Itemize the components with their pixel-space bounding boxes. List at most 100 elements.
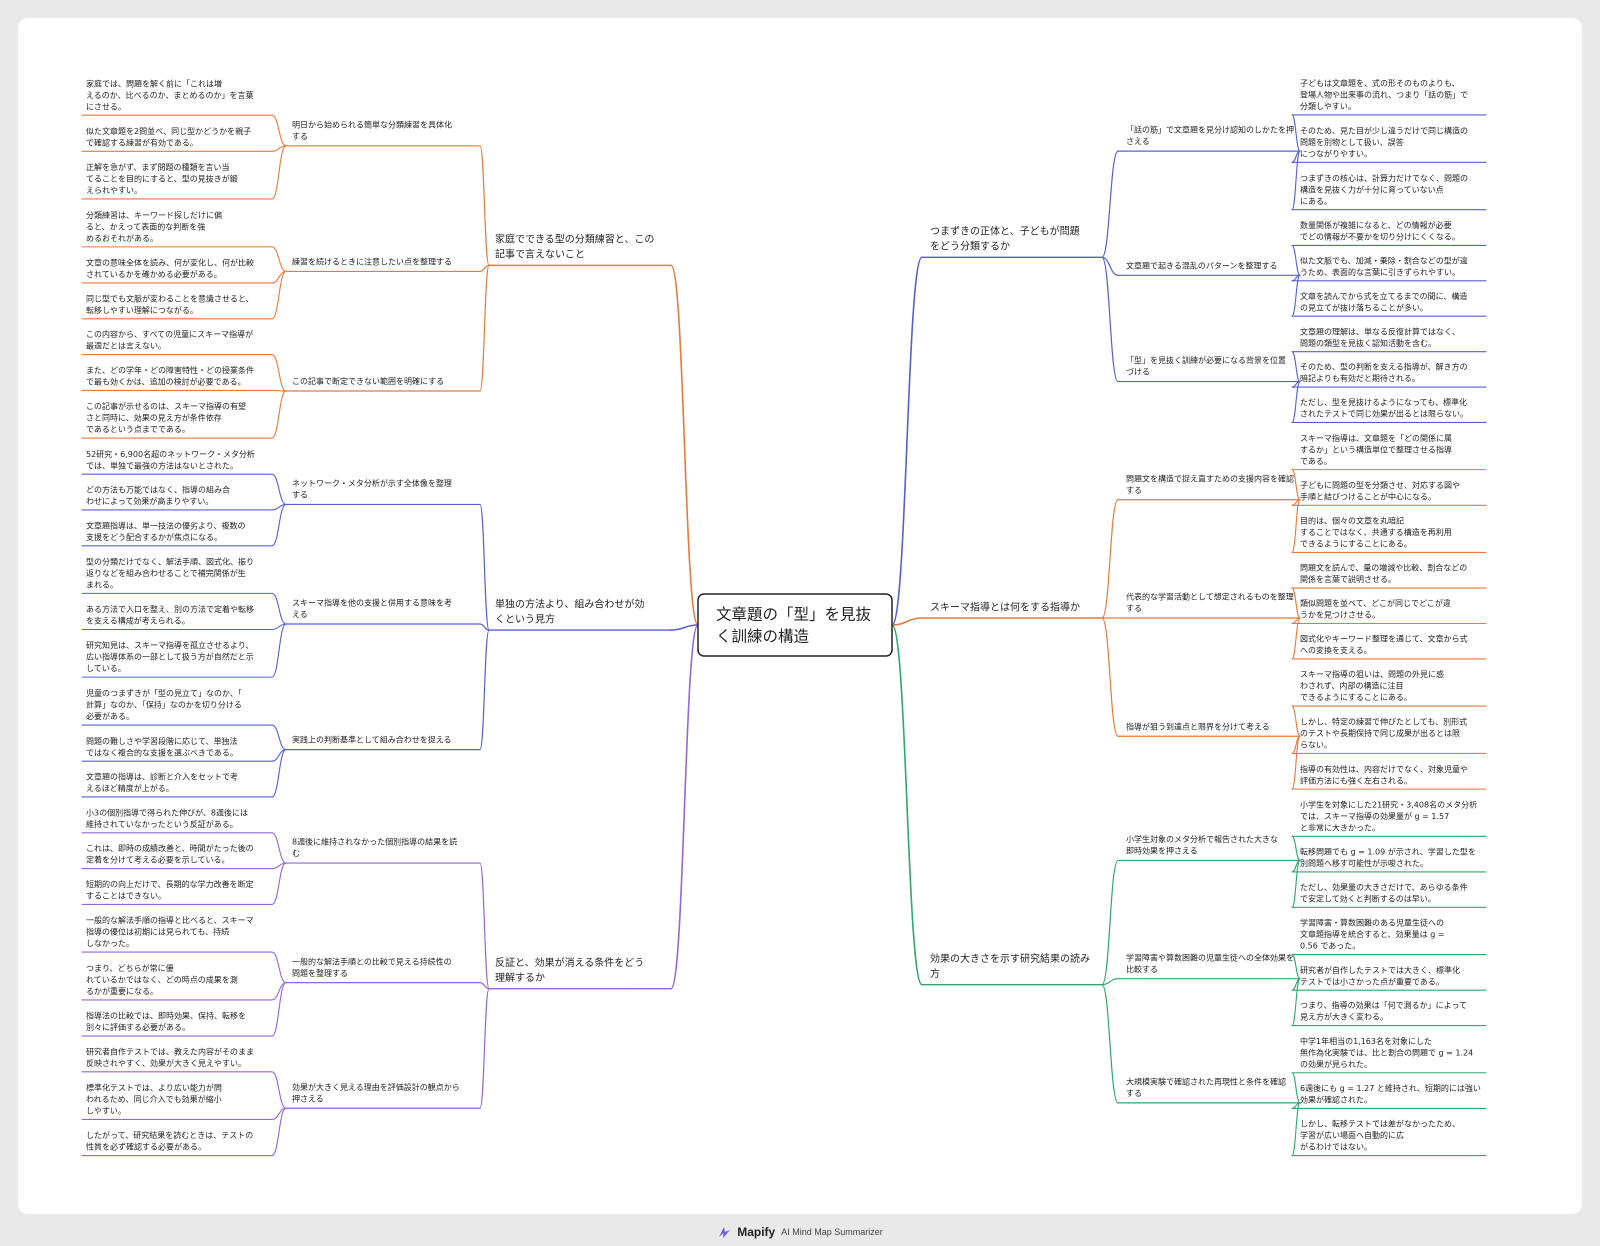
leaf-node-line: えるのか、比べるのか、まとめるのか」を言葉: [86, 90, 253, 100]
leaf-node[interactable]: 研究知見は、スキーマ指導を孤立させるより、広い指導体系の一部として扱う方が自然だ…: [86, 640, 254, 673]
leaf-node[interactable]: 分類練習は、キーワード探しだけに偏ると、かえって表面的な判断を強めるおそれがある…: [86, 210, 222, 243]
leaf-node-line: 目的は、個々の文章を丸暗記: [1300, 516, 1404, 526]
leaf-node-line: 別々に評価する必要がある。: [86, 1022, 190, 1032]
subtopic-node[interactable]: 一般的な解法手順との比較で見える持続性の問題を整理する: [292, 956, 452, 978]
leaf-node[interactable]: 児童のつまずきが「型の見立て」なのか、「計算」なのか、「保持」なのかを切り分ける…: [86, 688, 242, 721]
leaf-node[interactable]: 標準化テストでは、より広い能力が問われるため、同じ介入でも効果が縮小しやすい。: [86, 1083, 222, 1116]
subtopic-node[interactable]: 実践上の判断基準として組み合わせを捉える: [292, 735, 452, 745]
subtopic-node[interactable]: 8週後に維持されなかった個別指導の結果を読む: [292, 837, 457, 859]
leaf-node-line: 6週後にも g = 1.27 と維持され、短期的には強い: [1300, 1083, 1481, 1093]
leaf-node[interactable]: 短期的の向上だけで、長期的な学力改善を断定することはできない。: [86, 879, 254, 901]
leaf-node[interactable]: 型の分類だけでなく、解法手順、図式化、振り返りなどを組み合わせることで補完関係が…: [86, 557, 254, 590]
subtopic-node[interactable]: 問題文を構造で捉え直すための支援内容を確認する: [1126, 473, 1294, 495]
leaf-node[interactable]: 中学1年相当の1,163名を対象にした無作為化実験では、比と割合の問題で g =…: [1300, 1036, 1473, 1069]
leaf-node[interactable]: これは、即時の成績改善と、時間がたった後の定着を分けて考える必要を示している。: [86, 843, 254, 865]
leaf-node-line: 一般的な解法手順の指導と比べると、スキーマ: [86, 915, 254, 925]
subtopic-node[interactable]: 代表的な学習活動として想定されるものを整理する: [1126, 592, 1294, 614]
root-node[interactable]: [697, 593, 893, 657]
leaf-node[interactable]: この記事が示せるのは、スキーマ指導の有望さと同時に、効果の見え方が条件依存である…: [86, 401, 246, 434]
subtopic-node[interactable]: 「型」を見抜く訓練が必要になる背景を位置づける: [1126, 355, 1286, 377]
leaf-node-line: さと同時に、効果の見え方が条件依存: [86, 413, 222, 423]
leaf-node[interactable]: そのため、型の判断を支える指導が、解き方の暗記よりも有効だと期待される。: [1300, 362, 1468, 384]
leaf-node[interactable]: 子どもは文章題を、式の形そのものよりも、登場人物や出来事の流れ、つまり「話の筋」…: [1300, 78, 1468, 111]
leaf-node-line: しかし、転移テストでは差がなかったため、: [1300, 1119, 1460, 1129]
topic-node[interactable]: 単独の方法より、組み合わせが効くという見方: [495, 597, 644, 625]
leaf-node[interactable]: 文章題指導は、単一技法の優劣より、複数の支援をどう配合するかが焦点になる。: [86, 520, 246, 542]
topic-node[interactable]: つまずきの正体と、子どもが問題をどう分類するか: [930, 225, 1080, 253]
subtopic-node[interactable]: この記事で断定できない範囲を明確にする: [292, 376, 444, 386]
leaf-node[interactable]: 学習障害・算数困難のある児童生徒への文章題指導を統合すると、効果量は g =0.…: [1300, 918, 1445, 951]
topic-node[interactable]: 反証と、効果が消える条件をどう理解するか: [495, 956, 644, 984]
leaf-node[interactable]: ある方法で入口を整え、別の方法で定着や転移を支える構成が考えられる。: [86, 604, 254, 626]
leaf-node[interactable]: つまずきの核心は、計算力だけでなく、問題の構造を見抜く力が十分に育っていない点に…: [1300, 173, 1468, 206]
leaf-node[interactable]: したがって、研究結果を読むときは、テストの性質を必ず確認する必要がある。: [86, 1130, 253, 1152]
leaf-node-line: では、単独で最強の方法はないとされた。: [86, 460, 238, 470]
leaf-node[interactable]: つまり、指導の効果は「何で測るか」によって見え方が大きく変わる。: [1300, 1000, 1467, 1022]
leaf-node[interactable]: 目的は、個々の文章を丸暗記することではなく、共通する構造を再利用できるようにする…: [1300, 516, 1452, 549]
leaf-node[interactable]: この内容から、すべての児童にスキーマ指導が最適だとは言えない。: [86, 329, 253, 351]
leaf-node[interactable]: 類似問題を並べて、どこが同じでどこが違うかを見つけさせる。: [1300, 598, 1451, 620]
leaf-node[interactable]: 文章の意味全体を読み、何が変化し、何が比較されているかを確かめる必要がある。: [86, 258, 254, 280]
subtopic-node-line: 押さえる: [292, 1093, 324, 1103]
subtopic-node[interactable]: スキーマ指導を他の支援と併用する意味を考える: [292, 598, 452, 620]
leaf-connector: [1291, 114, 1301, 152]
leaf-node[interactable]: 子どもに問題の型を分類させ、対応する図や手順と結びつけることが中心になる。: [1300, 480, 1460, 502]
leaf-node[interactable]: 52研究・6,900名超のネットワーク・メタ分析では、単独で最強の方法はないとさ…: [86, 449, 255, 471]
subtopic-node-line: する: [292, 491, 308, 500]
leaf-connector: [1291, 978, 1301, 1027]
leaf-node[interactable]: しかし、特定の練習で伸びたとしても、別形式のテストや長期保持で同じ成果が出るとは…: [1300, 717, 1467, 750]
leaf-node[interactable]: 似た文脈でも、加減・乗除・割合などの型が違うため、表面的な言葉に引きずられやすい…: [1300, 255, 1468, 277]
root-topic[interactable]: 文章題の「型」を見抜く訓練の構造: [716, 606, 871, 646]
leaf-node-line: 似た文脈でも、加減・乗除・割合などの型が違: [1300, 255, 1468, 265]
leaf-node[interactable]: 文章題の指導は、診断と介入をセットで考えるほど精度が上がる。: [86, 772, 238, 794]
leaf-node[interactable]: しかし、転移テストでは差がなかったため、学習が広い場面へ自動的に広がるわけではな…: [1300, 1119, 1460, 1152]
leaf-node[interactable]: 家庭では、問題を解く前に「これは増えるのか、比べるのか、まとめるのか」を言葉にさ…: [86, 78, 253, 111]
leaf-node[interactable]: 一般的な解法手順の指導と比べると、スキーマ指導の優位は初期には見られても、持続し…: [86, 915, 254, 948]
subtopic-node[interactable]: 練習を続けるときに注意したい点を整理する: [292, 257, 452, 267]
subtopic-node[interactable]: 文章題で起きる混乱のパターンを整理する: [1126, 260, 1277, 270]
subtopic-node[interactable]: 指導が狙う到達点と限界を分けて考える: [1126, 721, 1270, 731]
leaf-node[interactable]: 転移問題でも g = 1.09 が示され、学習した型を別問題へ移す可能性が示唆さ…: [1300, 847, 1476, 869]
topic-node[interactable]: 効果の大きさを示す研究結果の読み方: [930, 952, 1090, 980]
leaf-node[interactable]: 正解を急がず、まず問題の種類を言い当てることを目的にすると、型の見抜きが鍛えられ…: [86, 162, 238, 195]
leaf-node-line: 0.56 であった。: [1300, 942, 1360, 951]
leaf-node[interactable]: 小学生を対象にした21研究・3,408名のメタ分析では、スキーマ指導の効果量が …: [1300, 799, 1477, 832]
leaf-node[interactable]: スキーマ指導の狙いは、問題の外見に惑わされず、内部の構造に注目できるようにするこ…: [1300, 669, 1444, 702]
leaf-node[interactable]: 研究者自作テストでは、教えた内容がそのまま反映されやすく、効果が大きく見えやすい…: [86, 1046, 254, 1068]
subtopic-node[interactable]: 明日から始められる簡単な分類練習を具体化する: [292, 119, 452, 141]
leaf-node[interactable]: 文章を読んでから式を立てるまでの間に、構造の見立てが抜け落ちることが多い。: [1300, 291, 1467, 313]
leaf-node[interactable]: 図式化やキーワード整理を通じて、文章から式への変換を支える。: [1300, 634, 1468, 656]
leaf-node[interactable]: また、どの学年・どの障害特性・どの授業条件で最も効くかは、追加の検討が必要である…: [86, 365, 254, 387]
subtopic-node[interactable]: ネットワーク・メタ分析が示す全体像を整理する: [292, 478, 452, 500]
leaf-node-line: でどの情報が不要かを切り分けにくくなる。: [1300, 232, 1460, 242]
leaf-node-line: つまずきの核心は、計算力だけでなく、問題の: [1300, 173, 1468, 183]
leaf-node[interactable]: ただし、型を見抜けるようになっても、標準化されたテストで同じ効果が出るとは限らな…: [1300, 397, 1468, 419]
leaf-node[interactable]: そのため、見た目が少し違うだけで同じ構造の問題を別物として扱い、誤答につながりや…: [1300, 125, 1468, 158]
subtopic-node[interactable]: 「話の筋」で文章題を見分け認知のしかたを押さえる: [1126, 125, 1294, 147]
leaf-node[interactable]: 小3の個別指導で得られた伸びが、8週後には維持されていなかったという反証がある。: [86, 807, 248, 829]
leaf-node-line: 転移しやすい理解につながる。: [86, 305, 198, 315]
leaf-node[interactable]: 指導の有効性は、内容だけでなく、対象児童や評価方法にも強く左右される。: [1300, 764, 1468, 786]
leaf-node[interactable]: つまり、どちらが常に優れているかではなく、どの時点の成果を測るかが重要になる。: [86, 963, 238, 996]
leaf-node[interactable]: 文章題の理解は、単なる反復計算ではなく、問題の類型を見抜く認知活動を含む。: [1300, 326, 1460, 348]
leaf-node[interactable]: 指導法の比較では、即時効果、保持、転移を別々に評価する必要がある。: [86, 1011, 246, 1032]
leaf-node[interactable]: 問題の難しさや学習段階に応じて、単独法ではなく複合的な支援を選ぶべきである。: [86, 736, 238, 758]
subtopic-node[interactable]: 大規模実験で確認された再現性と条件を確認する: [1126, 1077, 1286, 1099]
subtopic-node-line: この記事で断定できない範囲を明確にする: [292, 376, 444, 386]
leaf-node[interactable]: 似た文章題を2問並べ、同じ型かどうかを親子で確認する練習が有効である。: [86, 126, 251, 148]
leaf-node[interactable]: 同じ型でも文脈が変わることを意識させると、転移しやすい理解につながる。: [86, 293, 254, 315]
leaf-connector: [271, 145, 287, 152]
topic-node[interactable]: 家庭でできる型の分類練習と、この記事で言えないこと: [495, 233, 654, 261]
subtopic-node[interactable]: 小学生対象のメタ分析で報告された大きな即時効果を押さえる: [1126, 834, 1278, 856]
leaf-node[interactable]: スキーマ指導は、文章題を「どの関係に属するか」という構造単位で整理させる指導であ…: [1300, 433, 1452, 466]
subtopic-node[interactable]: 効果が大きく見える理由を評価設計の観点から押さえる: [292, 1082, 460, 1104]
topic-node[interactable]: スキーマ指導とは何をする指導か: [930, 600, 1080, 613]
leaf-node[interactable]: 研究者が自作したテストでは大きく、標準化テストでは小さかった点が重要である。: [1300, 965, 1460, 987]
leaf-node[interactable]: どの方法も万能ではなく、指導の組み合わせによって効果が高まりやすい。: [86, 485, 230, 507]
leaf-node[interactable]: 問題文を読んで、量の増減や比較、割合などの関係を言葉で説明させる。: [1300, 563, 1467, 585]
leaf-node[interactable]: 6週後にも g = 1.27 と維持され、短期的には強い効果が確認された。: [1300, 1083, 1481, 1105]
subtopic-node[interactable]: 学習障害や算数困難の児童生徒への全体効果を比較する: [1126, 952, 1294, 974]
leaf-node[interactable]: 数量関係が複雑になると、どの情報が必要でどの情報が不要かを切り分けにくくなる。: [1300, 220, 1460, 242]
leaf-node[interactable]: ただし、効果量の大きさだけで、あらゆる条件で安定して効くと判断するのは早い。: [1300, 882, 1468, 904]
leaf-node-line: では、スキーマ指導の効果量が g = 1.57: [1300, 811, 1449, 821]
